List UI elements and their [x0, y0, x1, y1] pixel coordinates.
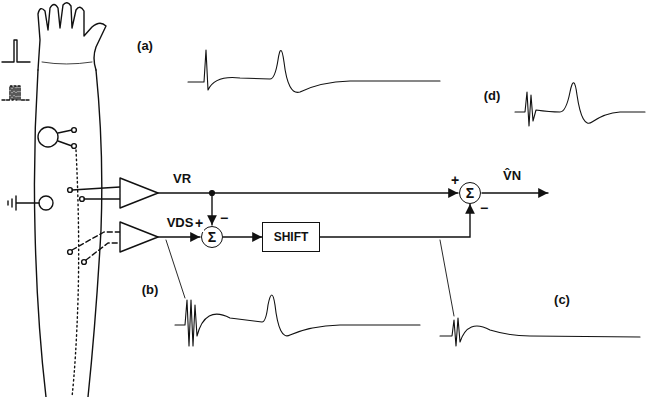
shift-box: SHIFT [262, 222, 320, 252]
trace [175, 295, 420, 346]
sign: − [219, 211, 229, 226]
arm-outline [34, 70, 46, 397]
sign: + [194, 216, 204, 231]
node-text: SHIFT [274, 231, 309, 243]
signal-name: VDS [166, 216, 195, 230]
ground-electrode [39, 196, 53, 210]
signal-wire [158, 192, 458, 193]
signal-name: V̂N [502, 169, 522, 183]
sign: + [450, 173, 460, 188]
trace-label: (b) [141, 283, 160, 297]
wrist-line [42, 62, 92, 64]
hand-outline [38, 3, 106, 70]
node-text: Σ [466, 186, 474, 200]
stim-electrode [72, 144, 77, 149]
amp-input-wire [72, 232, 120, 260]
stimulus-train [2, 86, 30, 100]
trace [188, 50, 440, 92]
arm-outline [88, 70, 102, 397]
sign: − [479, 201, 489, 216]
amplifier [120, 222, 158, 252]
amplifier [120, 178, 158, 208]
signal-name: VR [172, 172, 192, 186]
stimulus-pulse [2, 40, 30, 62]
leader-line [440, 240, 454, 316]
signal-connector [320, 204, 470, 237]
node-text: Σ [208, 230, 216, 244]
trace [440, 318, 640, 346]
leader-line [166, 240, 185, 298]
summing-junction: Σ [201, 226, 223, 248]
trace-label: (c) [553, 293, 571, 307]
stim-electrode [72, 128, 77, 133]
trace [515, 83, 645, 126]
trace-label: (d) [483, 89, 502, 103]
ground-wire [8, 196, 39, 210]
signal-wire [158, 236, 200, 237]
signal-wire [211, 193, 212, 225]
trace-label: (a) [136, 39, 154, 53]
stimulator [38, 127, 58, 147]
signal-connector [223, 236, 262, 237]
summing-junction: Σ [459, 182, 481, 204]
stimulator-lead [58, 130, 72, 146]
nerve-line [72, 150, 79, 397]
amp-input-wire [72, 187, 120, 199]
signal-wire [482, 192, 548, 193]
